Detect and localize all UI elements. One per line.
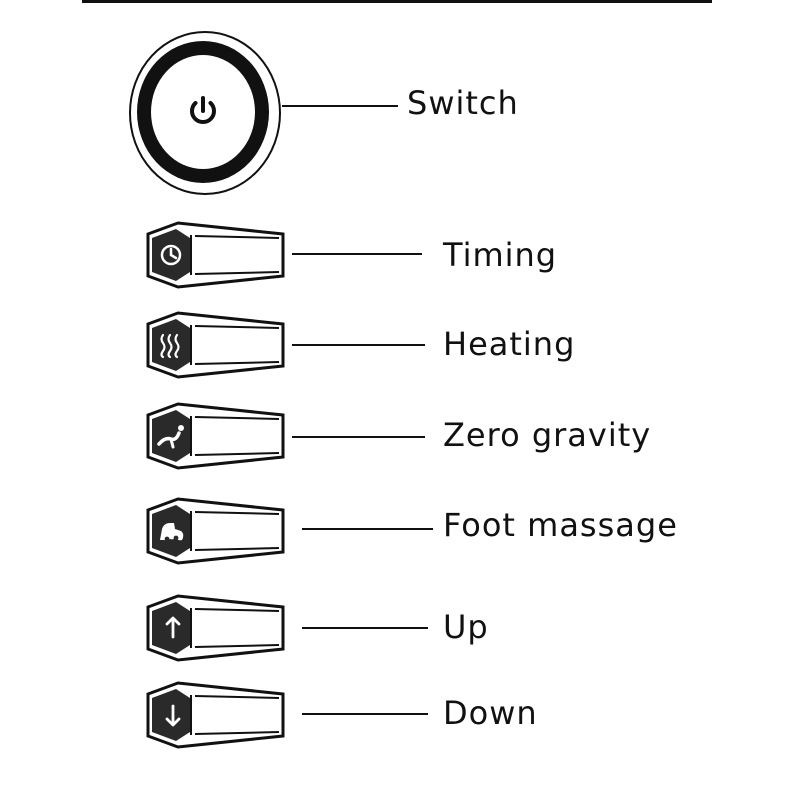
switch-leader-line [282,105,398,107]
heating-leader-line [292,344,425,346]
foot-massage-label: Foot massage [443,506,678,544]
clock-icon [160,244,182,266]
down-button[interactable] [143,680,288,750]
switch-label: Switch [407,84,519,122]
up-button[interactable] [143,593,288,663]
zero-gravity-button[interactable] [143,401,288,471]
zero-gravity-leader-line [292,436,425,438]
arrow-up-icon [165,616,181,639]
zero-gravity-label: Zero gravity [443,416,652,454]
up-leader-line [302,627,428,629]
switch-button[interactable] [128,30,282,196]
up-label: Up [443,608,489,646]
timing-leader-line [292,253,422,255]
top-divider [82,0,712,3]
foot-massage-leader-line [302,528,433,530]
heat-waves-icon [160,333,180,359]
foot-massage-button[interactable] [143,496,288,566]
foot-icon [160,523,184,542]
down-label: Down [443,694,538,732]
heating-button[interactable] [143,310,288,380]
arrow-down-icon [165,704,181,727]
reclining-figure-icon [157,425,184,449]
power-icon [129,31,281,195]
heating-label: Heating [443,325,576,363]
down-leader-line [302,713,428,715]
timing-button[interactable] [143,220,288,290]
timing-label: Timing [443,236,558,274]
